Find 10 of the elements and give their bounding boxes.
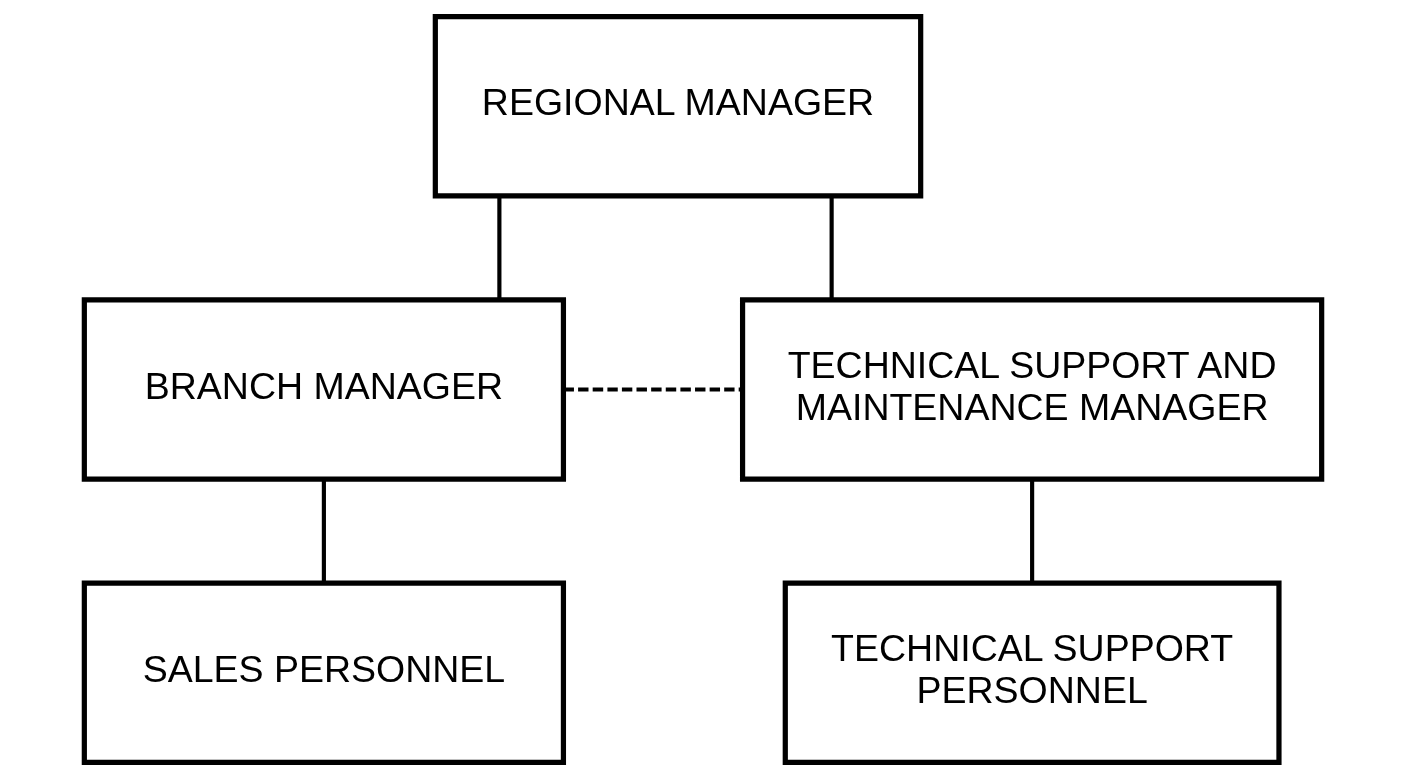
connector xyxy=(321,479,326,583)
connector xyxy=(563,387,743,392)
connector xyxy=(1030,479,1035,583)
node-box: SALES PERSONNEL xyxy=(81,580,567,765)
node-box: TECHNICAL SUPPORT PERSONNEL xyxy=(782,580,1282,765)
node-box: BRANCH MANAGER xyxy=(81,297,567,482)
connector xyxy=(497,195,502,300)
node-box: REGIONAL MANAGER xyxy=(432,14,924,199)
connector xyxy=(829,195,834,300)
node-box: TECHNICAL SUPPORT AND MAINTENANCE MANAGER xyxy=(739,297,1325,482)
